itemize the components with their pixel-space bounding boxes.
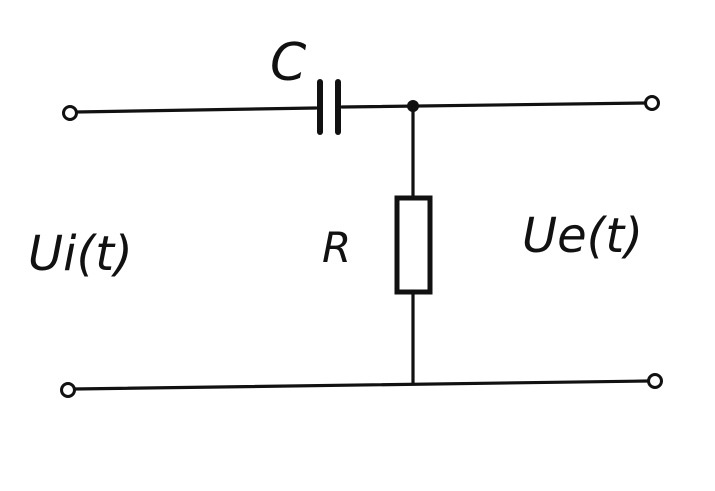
input-terminal-top bbox=[62, 105, 78, 121]
output-terminal-bottom bbox=[647, 373, 663, 389]
top-wire-input-side bbox=[74, 106, 318, 114]
bottom-wire bbox=[72, 379, 650, 391]
resistor-label: R bbox=[322, 223, 351, 272]
top-wire-output-side bbox=[340, 101, 648, 109]
capacitor bbox=[317, 79, 341, 135]
input-terminal-bottom bbox=[60, 382, 76, 398]
output-terminal-top bbox=[644, 95, 660, 111]
resistor bbox=[394, 195, 433, 295]
output-voltage-label: Ue(t) bbox=[522, 208, 643, 264]
input-voltage-label: Ui(t) bbox=[28, 226, 133, 282]
capacitor-label: C bbox=[270, 33, 307, 93]
